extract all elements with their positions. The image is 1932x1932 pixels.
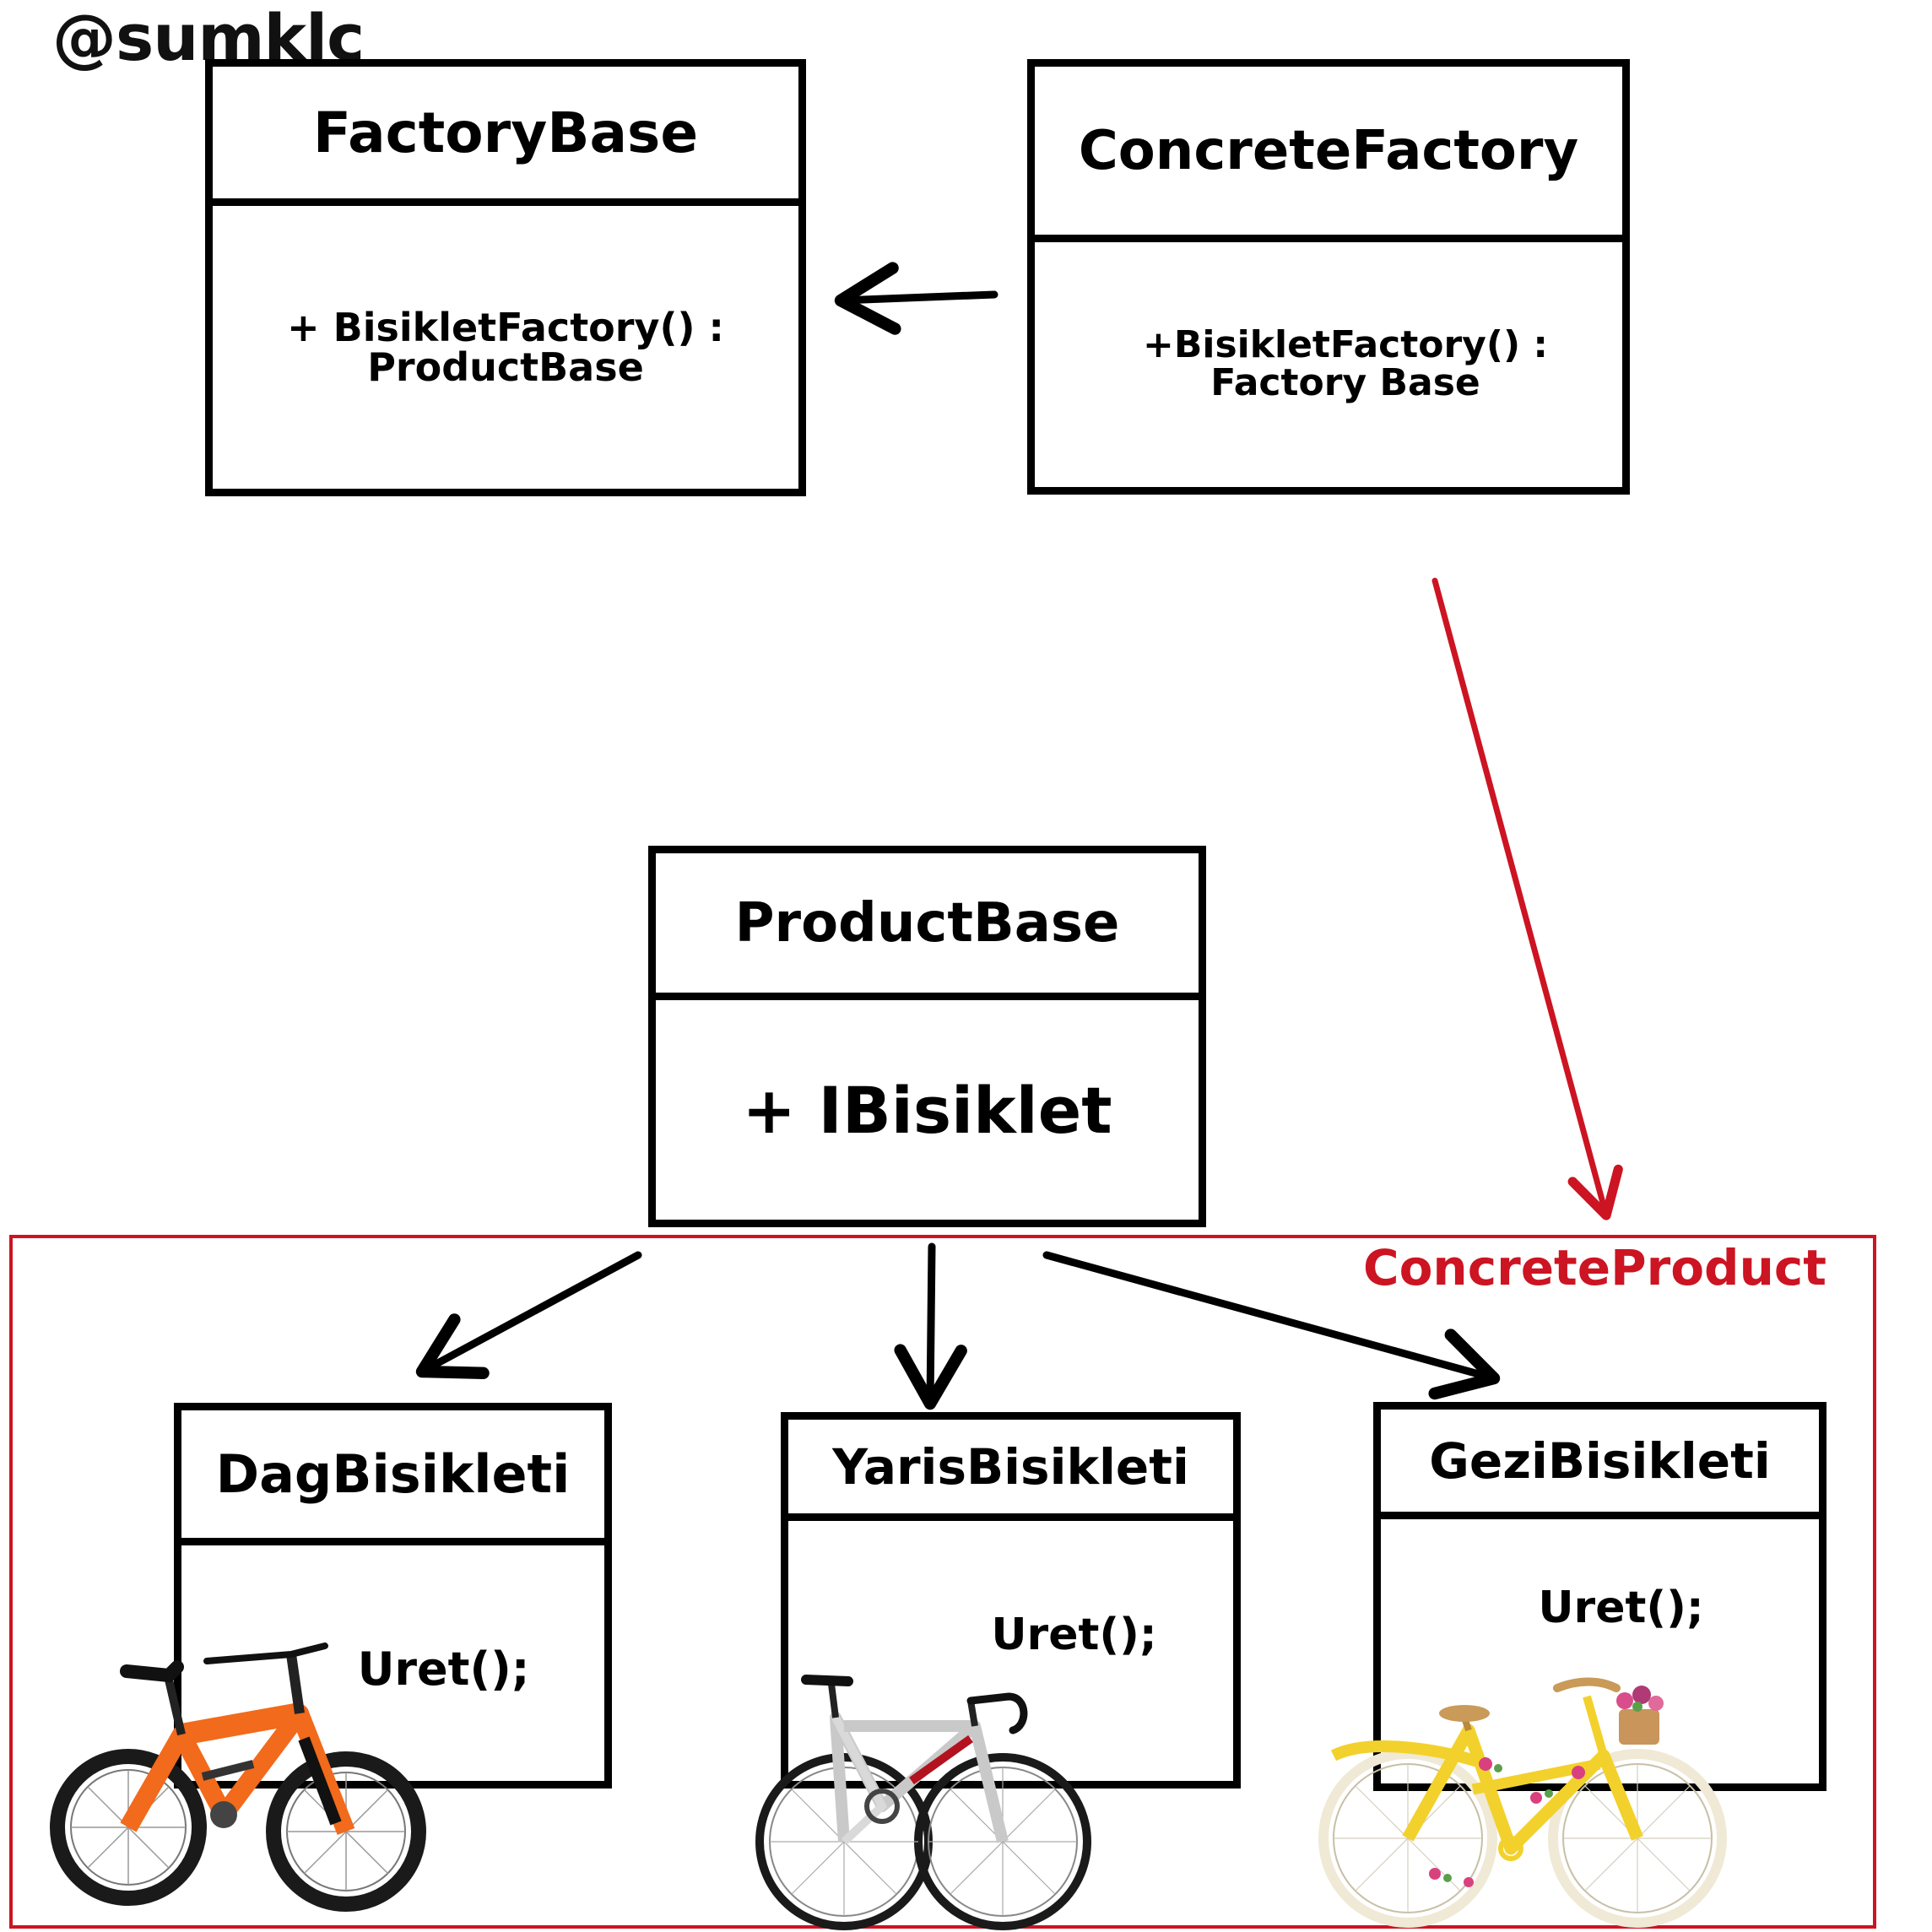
concrete-product-label: ConcreteProduct	[1363, 1239, 1826, 1296]
gezi-bisikleti-box: GeziBisikleti Uret();	[1373, 1402, 1826, 1791]
concrete-factory-method: +BisikletFactory() : Factory Base	[1142, 323, 1548, 404]
product-base-body: + IBisiklet	[656, 1000, 1199, 1220]
product-base-member: + IBisiklet	[742, 1072, 1112, 1148]
gezi-bisikleti-method: Uret();	[1538, 1583, 1704, 1633]
product-base-box: ProductBase + IBisiklet	[648, 846, 1206, 1227]
road-bike-image	[755, 1675, 1091, 1930]
arrow-productbase-to-yarisbisikleti	[894, 1242, 967, 1410]
dag-bisikleti-title: DagBisikleti	[215, 1443, 571, 1505]
concrete-product-frame	[9, 1235, 1876, 1929]
factory-base-method-line2: ProductBase	[367, 344, 644, 390]
gezi-bisikleti-body: Uret();	[1381, 1519, 1819, 1783]
yaris-bisikleti-title: YarisBisikleti	[832, 1437, 1189, 1496]
mountain-bike-image	[50, 1642, 426, 1912]
concrete-factory-method-line2: Factory Base	[1210, 361, 1480, 404]
dag-bisikleti-body: Uret();	[181, 1545, 604, 1781]
factory-base-body: + BisikletFactory() : ProductBase	[213, 206, 798, 489]
arrow-concretefactory-to-concreteproduct	[1431, 577, 1623, 1220]
gezi-bisikleti-header: GeziBisikleti	[1381, 1410, 1819, 1519]
arrow-concretefactory-to-factorybase	[834, 262, 998, 335]
concrete-factory-method-line1: +BisikletFactory() :	[1142, 323, 1548, 367]
factory-base-header: FactoryBase	[213, 67, 798, 206]
product-base-header: ProductBase	[656, 853, 1199, 1000]
product-base-title: ProductBase	[734, 891, 1120, 955]
concrete-factory-box: ConcreteFactory +BisikletFactory() : Fac…	[1027, 59, 1630, 495]
gezi-bisikleti-title: GeziBisikleti	[1429, 1431, 1771, 1490]
factory-base-box: FactoryBase + BisikletFactory() : Produc…	[205, 59, 806, 496]
dag-bisikleti-method: Uret();	[357, 1642, 530, 1696]
yaris-bisikleti-body: Uret();	[788, 1521, 1233, 1781]
yaris-bisikleti-method: Uret();	[991, 1610, 1157, 1660]
concrete-factory-header: ConcreteFactory	[1035, 67, 1622, 242]
concrete-factory-title: ConcreteFactory	[1078, 119, 1579, 182]
arrow-productbase-to-gezibisikleti	[1042, 1251, 1501, 1400]
factory-base-method: + BisikletFactory() : ProductBase	[287, 304, 724, 390]
city-bike-image	[1318, 1677, 1727, 1928]
factory-base-method-line1: + BisikletFactory() :	[287, 304, 724, 350]
arrow-productbase-to-dagbisikleti	[415, 1251, 642, 1379]
factory-base-title: FactoryBase	[312, 100, 699, 165]
yaris-bisikleti-header: YarisBisikleti	[788, 1420, 1233, 1521]
concrete-factory-body: +BisikletFactory() : Factory Base	[1035, 242, 1622, 487]
dag-bisikleti-header: DagBisikleti	[181, 1410, 604, 1545]
